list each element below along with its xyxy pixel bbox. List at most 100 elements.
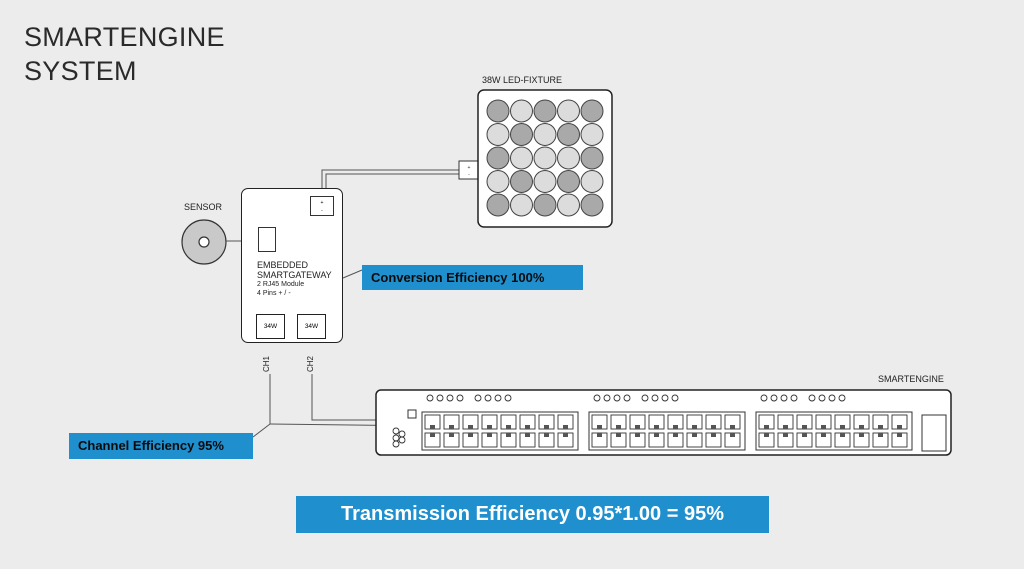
switch-status-led [603, 394, 611, 402]
led-chip [557, 123, 580, 146]
switch-status-led [770, 394, 778, 402]
switch-status-led [426, 394, 434, 402]
switch-status-led [780, 394, 788, 402]
switch-status-led [446, 394, 454, 402]
rj45-port-latch [487, 425, 492, 429]
rj45-port-latch [563, 433, 568, 437]
rj45-port-latch [635, 433, 640, 437]
rj45-port-latch [878, 425, 883, 429]
rj45-port-latch [654, 433, 659, 437]
sensor-label: SENSOR [184, 202, 223, 212]
rj45-port-latch [764, 433, 769, 437]
fixture-label: 38W LED-FIXTURE [482, 75, 563, 85]
led-chip [486, 170, 510, 193]
switch-status-led [838, 394, 846, 402]
rj45-port-latch [859, 433, 864, 437]
rj45-port-latch [449, 425, 454, 429]
ch1-cable [252, 374, 271, 438]
rj45-port-latch [764, 425, 769, 429]
ch2-label: CH2 [306, 355, 315, 372]
gateway-line-1: EMBEDDED [257, 260, 309, 270]
gateway-line-4: 4 Pins + / - [257, 290, 291, 297]
led-chip [580, 123, 604, 146]
rj45-port-latch [897, 425, 902, 429]
rj45-port-latch [897, 433, 902, 437]
conversion-efficiency-callout: Conversion Efficiency 100% [362, 265, 583, 290]
rj45-port-latch [821, 425, 826, 429]
switch-status-led [456, 394, 464, 402]
led-chip [580, 146, 604, 170]
svg-text:-: - [468, 172, 470, 178]
svg-text:+: + [468, 165, 471, 171]
rj45-port-latch [840, 433, 845, 437]
led-chip [557, 99, 580, 123]
rj45-port-latch [506, 425, 511, 429]
switch-status-led [828, 394, 836, 402]
rj45-port-latch [711, 433, 716, 437]
rj45-port-latch [597, 425, 602, 429]
led-chip [486, 146, 510, 170]
led-chip [510, 193, 533, 217]
rj45-port-latch [692, 425, 697, 429]
rj45-port-latch [730, 425, 735, 429]
rj45-port-latch [544, 425, 549, 429]
rj45-port-latch [616, 433, 621, 437]
led-chip [580, 193, 604, 217]
rj45-port-latch [487, 433, 492, 437]
led-chip [510, 123, 533, 146]
rj45-port-latch [878, 433, 883, 437]
smartengine-switch [375, 389, 952, 456]
switch-status-led [760, 394, 768, 402]
led-chip [557, 170, 580, 193]
rj45-port-latch [544, 433, 549, 437]
led-chip [580, 170, 604, 193]
switch-status-led [623, 394, 631, 402]
conversion-pointer [342, 269, 363, 279]
led-chip [486, 99, 510, 123]
rj45-port-latch [692, 433, 697, 437]
led-chip [533, 99, 557, 123]
switch-status-led [593, 394, 601, 402]
rj45-port-latch [711, 425, 716, 429]
rj45-port-latch [430, 425, 435, 429]
rj45-port-latch [783, 433, 788, 437]
switch-status-led [474, 394, 482, 402]
rj45-port-latch [563, 425, 568, 429]
led-fixture-panel [477, 89, 613, 228]
switch-status-led [818, 394, 826, 402]
gateway-port-2: 34W [297, 314, 326, 339]
switch-status-led [661, 394, 669, 402]
gateway-label: EMBEDDED SMARTGATEWAY 2 RJ45 Module 4 Pi… [257, 260, 332, 298]
switch-status-led [651, 394, 659, 402]
page-title: SMARTENGINE SYSTEM [24, 20, 225, 88]
title-line-1: SMARTENGINE [24, 22, 225, 52]
switch-status-led [808, 394, 816, 402]
rj45-port-latch [673, 425, 678, 429]
led-chip [486, 193, 510, 217]
led-chip [510, 146, 533, 170]
rj45-port-latch [468, 433, 473, 437]
rj45-port-latch [506, 433, 511, 437]
switch-status-led [641, 394, 649, 402]
rj45-port-latch [525, 425, 530, 429]
fixture-cable [321, 169, 460, 196]
title-line-2: SYSTEM [24, 56, 137, 86]
switch-status-led [671, 394, 679, 402]
rj45-port-latch [616, 425, 621, 429]
rj45-port-latch [840, 425, 845, 429]
switch-status-led [504, 394, 512, 402]
switch-status-led [436, 394, 444, 402]
rj45-port-latch [430, 433, 435, 437]
rj45-port-latch [802, 425, 807, 429]
gateway-port-1: 34W [256, 314, 285, 339]
ch1-label: CH1 [262, 355, 271, 372]
gateway-line-3: 2 RJ45 Module [257, 281, 305, 288]
rj45-port-latch [525, 433, 530, 437]
led-chip [486, 123, 510, 146]
led-chip [533, 123, 557, 146]
rj45-port-latch [730, 433, 735, 437]
rj45-port-latch [802, 433, 807, 437]
reset-button-icon [392, 427, 406, 448]
led-chip [580, 99, 604, 123]
